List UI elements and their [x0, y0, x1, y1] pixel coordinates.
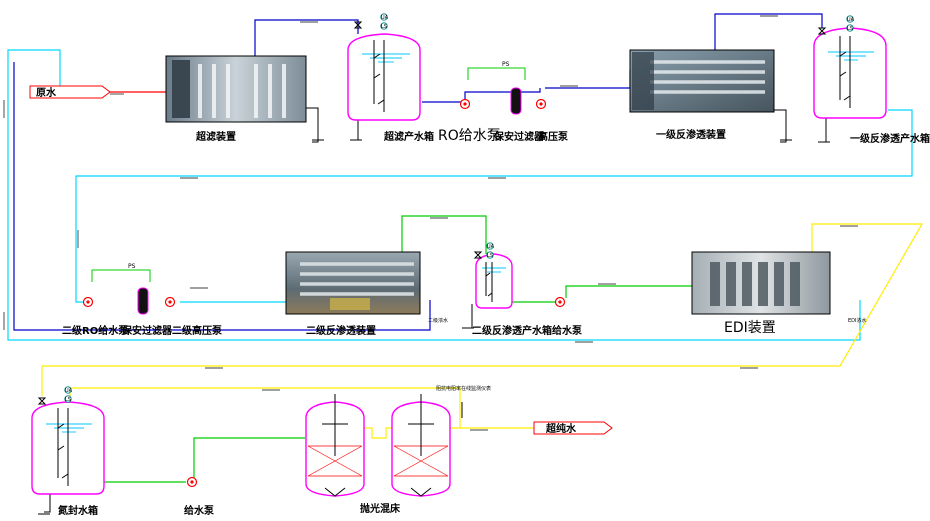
polish-mixed-bed-1	[305, 394, 365, 497]
valve-icon	[37, 21, 827, 418]
photo-ro2-device	[285, 251, 421, 315]
label-ro1-tank: 一级反渗透产水箱	[850, 132, 930, 145]
uf-product-tank	[347, 13, 421, 121]
label-edi-conc: EDI浓水	[848, 317, 866, 324]
label-hp-pump2: 二级高压泵	[172, 324, 223, 337]
label-n2-tank: 氮封水箱	[58, 504, 98, 517]
label-ro2-device: 二级反渗透装置	[306, 324, 376, 337]
pipes	[3, 13, 924, 483]
label-edi-device: EDI装置	[724, 320, 776, 336]
label-hp-pump1: 高压泵	[538, 130, 569, 143]
label-ls-3: LS	[487, 253, 493, 259]
labels: 原水 超滤装置 超滤产水箱 RO给水泵 保安过滤器 高压泵 一级反渗透装置 一级…	[36, 15, 930, 517]
label-filter1: 保安过滤器	[493, 130, 545, 143]
label-feed-pump1: 给水泵	[552, 324, 583, 337]
label-ultrapure: 超纯水	[545, 422, 577, 435]
n2-sealed-tank	[31, 386, 105, 495]
ro1-product-tank	[813, 15, 887, 119]
polish-mixed-bed-2	[391, 394, 451, 497]
label-ua-2: UA	[847, 17, 855, 23]
drains	[38, 107, 830, 515]
photo-uf-device	[165, 55, 307, 123]
photo-edi-device	[691, 251, 831, 315]
label-ua-3: UA	[487, 244, 495, 250]
ultrapure-arrow	[533, 421, 613, 435]
label-resistivity: 阻抗电阻率在线监测仪表	[436, 385, 491, 392]
label-ro2-pump: 二级RO给水泵	[62, 324, 129, 337]
label-feed-pump2: 给水泵	[184, 504, 215, 517]
label-polish-bed: 抛光混床	[360, 502, 401, 515]
pipe-hp-to-ro1	[545, 70, 631, 89]
pipe-feed-to-edi	[565, 285, 692, 298]
pipe-uf-to-tank	[254, 19, 359, 56]
label-filter2: 保安过滤器	[121, 324, 173, 337]
pipe-ro2-to-tank	[401, 215, 487, 254]
pipe-ro1tank-loop	[75, 109, 913, 303]
pipe-edi-to-n2tank	[41, 223, 924, 396]
raw-water-arrow	[29, 85, 111, 99]
ro2-product-tank	[475, 242, 513, 309]
label-ua-4: UA	[65, 388, 73, 394]
label-ua-1: UA	[381, 15, 389, 21]
label-ls-4: LS	[65, 397, 71, 403]
label-ps-2: PS	[128, 263, 136, 270]
label-raw-water: 原水	[36, 86, 57, 99]
label-ro2-tank: 二级反渗透产水箱	[472, 324, 552, 337]
label-ps-1: PS	[502, 61, 510, 68]
label-uf-device: 超滤装置	[195, 130, 236, 143]
pipe-concentrate-return	[7, 49, 861, 341]
photo-ro1-device	[629, 49, 775, 113]
label-ro2-conc: 二级浓水	[428, 317, 448, 324]
label-ro1-device: 一级反渗透装置	[656, 128, 726, 141]
label-uf-tank: 超滤产水箱	[383, 130, 434, 143]
label-ls-1: LS	[381, 24, 387, 30]
pipe-ro1-to-tank	[714, 13, 823, 50]
filter-icon	[137, 87, 522, 315]
label-ls-2: LS	[847, 26, 853, 32]
label-ro-pump: RO给水泵	[438, 128, 501, 144]
